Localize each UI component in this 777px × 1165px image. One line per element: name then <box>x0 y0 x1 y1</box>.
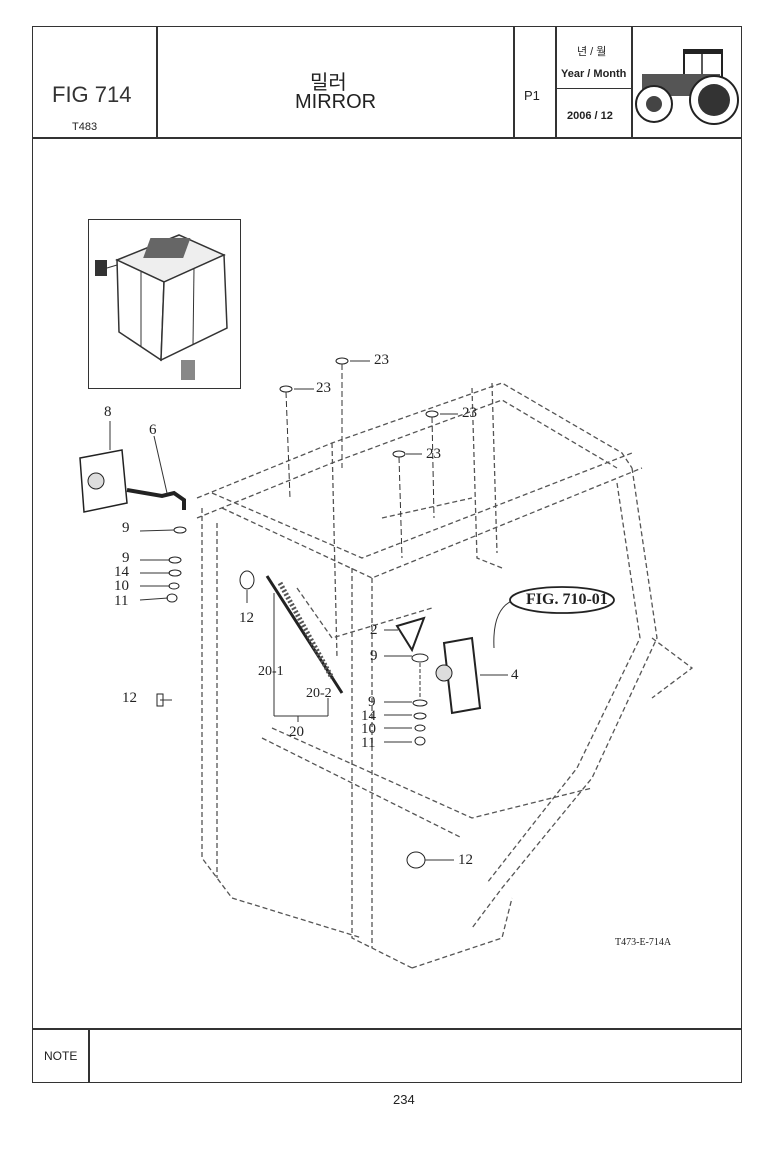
callout-14a: 14 <box>114 564 129 580</box>
note-label: NOTE <box>44 1049 78 1063</box>
callout-9d: 9 <box>368 694 376 710</box>
cap-part-12-upper <box>239 570 255 590</box>
mirror-exploded-diagram <box>79 357 694 969</box>
callout-23c: 23 <box>462 405 477 421</box>
tractor-icon <box>635 49 739 125</box>
header-col-divider-3 <box>555 26 557 138</box>
mirror-left-part-8 <box>79 449 128 513</box>
bracket-part-2 <box>395 616 426 653</box>
page-frame <box>32 26 742 1083</box>
model-code: T483 <box>72 121 98 133</box>
callout-8: 8 <box>104 404 112 420</box>
wiper-part-20 <box>265 575 344 694</box>
title-korean: 밀러 <box>310 72 347 94</box>
callout-12b: 12 <box>122 690 137 706</box>
washer-stack-left <box>166 526 187 603</box>
callout-20-2: 20-2 <box>306 686 332 701</box>
callout-12a: 12 <box>239 610 254 626</box>
date-label-korean: 년 / 월 <box>577 46 607 58</box>
callout-6: 6 <box>149 422 157 438</box>
callout-20-1: 20-1 <box>258 664 284 679</box>
date-row-divider <box>555 88 632 89</box>
callout-20: 20 <box>289 724 304 740</box>
fig-reference-oval <box>509 586 615 614</box>
date-value: 2006 / 12 <box>567 110 613 122</box>
page-number: 234 <box>393 1092 415 1107</box>
page-code: P1 <box>524 88 540 103</box>
fig-label: FIG 714 <box>52 82 132 107</box>
callout-4: 4 <box>511 667 519 683</box>
callout-11b: 11 <box>361 735 376 751</box>
plug-parts-23 <box>279 357 439 458</box>
inset-view <box>88 219 241 389</box>
callout-12c: 12 <box>458 852 473 868</box>
drawing-code: T473-E-714A <box>615 937 672 948</box>
note-row-top <box>32 1028 742 1030</box>
header-col-divider-4 <box>631 26 633 138</box>
callout-9c: 9 <box>370 648 378 664</box>
callout-9a: 9 <box>122 520 130 536</box>
callout-10b: 10 <box>361 721 376 737</box>
fig-reference-label: FIG. 710-01 <box>526 591 608 608</box>
callout-23a: 23 <box>374 352 389 368</box>
washer-stack-right <box>411 653 429 746</box>
callout-10a: 10 <box>114 578 129 594</box>
leader-lines <box>109 360 515 861</box>
title-english: MIRROR <box>295 91 377 113</box>
header-col-divider-2 <box>513 26 515 138</box>
callout-14b: 14 <box>361 708 376 724</box>
callout-9b: 9 <box>122 550 130 566</box>
mirror-right-part-4 <box>435 636 482 715</box>
cab-frame-outline <box>196 382 694 969</box>
mirror-arm-part-6 <box>126 488 186 510</box>
header-divider <box>32 137 742 139</box>
callout-23d: 23 <box>426 446 441 462</box>
callout-2: 2 <box>370 622 378 638</box>
header-col-divider-1 <box>156 26 158 138</box>
callout-11a: 11 <box>114 593 129 609</box>
cap-part-12-lower <box>406 851 426 869</box>
callout-23b: 23 <box>316 380 331 396</box>
note-divider <box>88 1028 90 1083</box>
date-label-english: Year / Month <box>561 68 627 80</box>
